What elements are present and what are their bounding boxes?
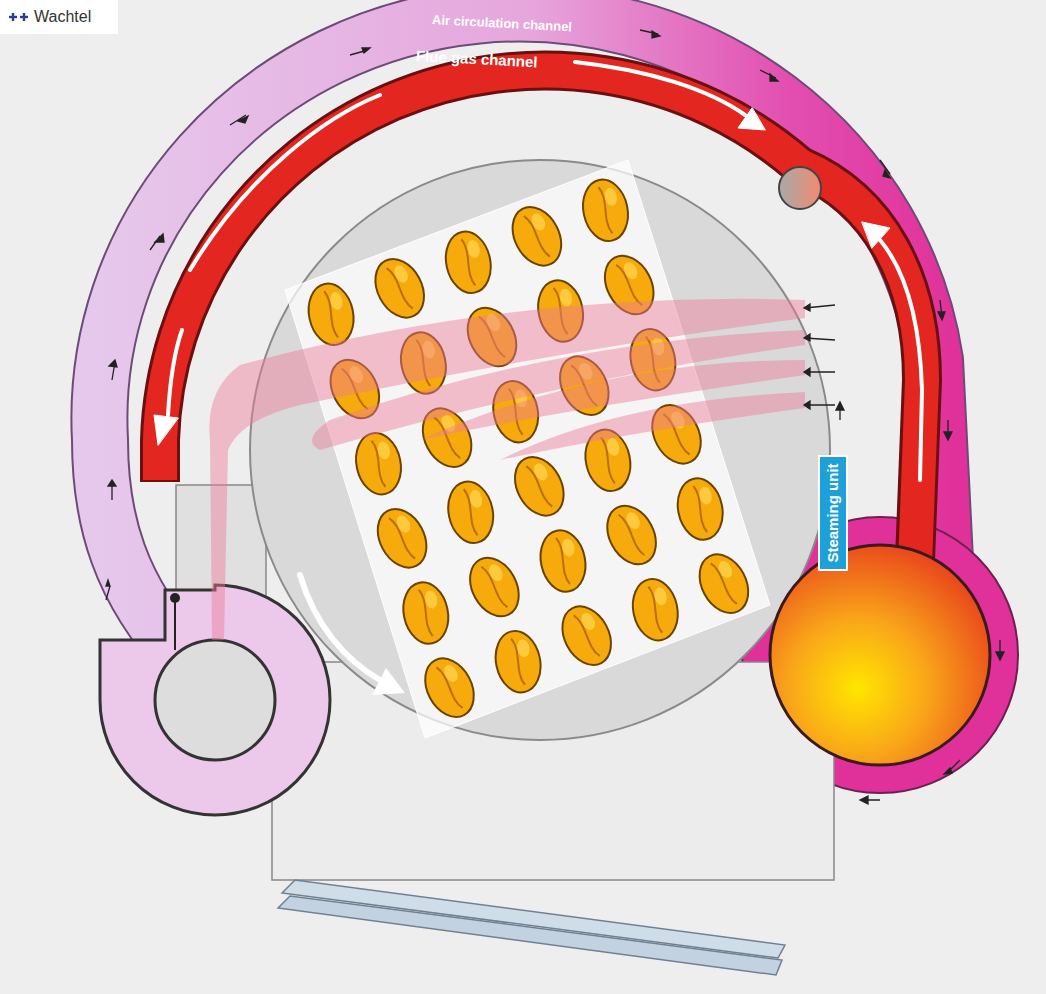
- coffee-bean: [672, 474, 728, 544]
- coffee-bean: [440, 227, 496, 297]
- damper: [174, 600, 176, 650]
- coffee-bean: [460, 549, 528, 624]
- coffee-bean: [490, 627, 546, 697]
- coffee-bean: [505, 449, 573, 524]
- coffee-bean: [690, 546, 758, 621]
- coffee-bean: [503, 199, 571, 274]
- coffee-bean: [598, 497, 666, 572]
- logo-box: [0, 0, 118, 34]
- coffee-bean: [416, 650, 484, 725]
- coffee-bean: [351, 429, 407, 499]
- rotation-arrow: [300, 575, 380, 680]
- coffee-bean: [535, 526, 591, 596]
- flue-valve: [779, 167, 821, 209]
- coffee-bean: [366, 251, 434, 326]
- coffee-bean: [553, 598, 621, 673]
- logo-text: Wachtel: [34, 8, 91, 26]
- coffee-bean: [368, 501, 436, 576]
- inlet-arrows: [804, 304, 835, 409]
- node-text: Steaming unit: [824, 463, 842, 562]
- damper: [170, 593, 180, 603]
- fan-impeller: [155, 640, 275, 760]
- coffee-bean: [578, 175, 634, 245]
- air-flow-arrows: [106, 30, 1004, 804]
- logo-mark: [9, 13, 28, 21]
- coffee-bean: [627, 575, 683, 645]
- burner: [770, 545, 990, 765]
- rotation-arrow: [372, 668, 405, 695]
- roasting-drum: [250, 160, 830, 740]
- steaming-unit-box: Steaming unit: [818, 455, 848, 571]
- coffee-bean: [398, 578, 454, 648]
- coffee-bean: [443, 477, 499, 547]
- hot-air-stream: [209, 299, 805, 640]
- chaff-tray: [278, 896, 782, 975]
